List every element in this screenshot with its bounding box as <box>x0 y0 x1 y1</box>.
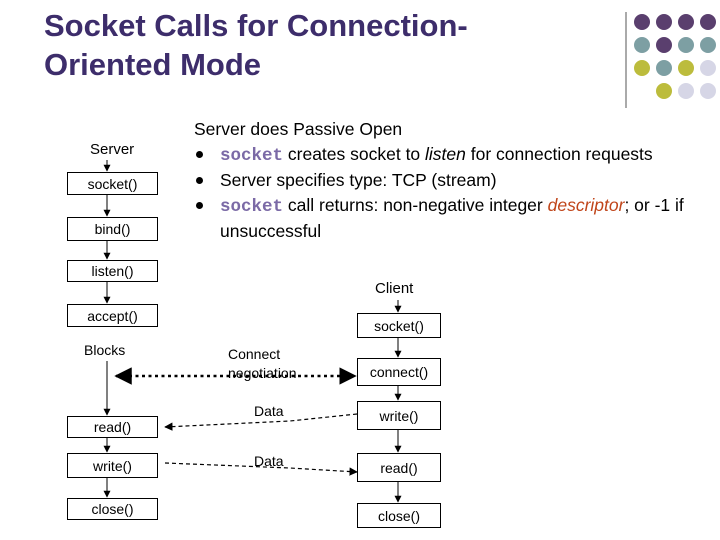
bullet-text: call returns: non-negative integer <box>283 194 548 215</box>
deco-dot <box>634 14 650 30</box>
data-label-2: Data <box>254 453 284 469</box>
deco-dot <box>678 14 694 30</box>
code-socket: socket <box>220 145 284 166</box>
slide-title: Socket Calls for Connection- Oriented Mo… <box>44 6 604 84</box>
client-read-box: read() <box>357 453 441 482</box>
server-socket-box: socket() <box>67 172 158 195</box>
client-close-box: close() <box>357 503 441 528</box>
title-line-2: Oriented Mode <box>44 47 262 82</box>
client-write-box: write() <box>357 401 441 430</box>
bullet-dot-icon <box>196 201 203 209</box>
description-heading: Server does Passive Open <box>194 119 403 139</box>
deco-dot <box>656 83 672 99</box>
deco-dot <box>678 83 694 99</box>
deco-dot <box>656 60 672 76</box>
deco-dot <box>700 60 716 76</box>
arrow-data-server-to-client <box>164 462 358 476</box>
bullet-dot-icon <box>196 177 203 184</box>
deco-dot <box>700 37 716 53</box>
deco-dot <box>634 60 650 76</box>
code-socket: socket <box>220 196 284 217</box>
server-bind-box: bind() <box>67 217 158 241</box>
deco-dot <box>678 37 694 53</box>
bullet-text: ; or -1 if unsuccessful <box>220 194 684 242</box>
deco-dot <box>656 37 672 53</box>
server-read-box: read() <box>67 416 158 438</box>
bullet-text: Server specifies type: TCP (stream) <box>220 170 497 190</box>
bullet-text: creates socket to <box>283 143 426 164</box>
bullet-text: for connection requests <box>465 143 653 164</box>
client-connect-box: connect() <box>357 358 441 386</box>
italic-listen: listen <box>425 143 466 164</box>
bullet-socket-creates: socket creates socket to listen for conn… <box>194 142 714 169</box>
deco-dot <box>634 37 650 53</box>
bullet-dot-icon <box>196 150 203 158</box>
client-label: Client <box>375 280 414 297</box>
title-line-1: Socket Calls for Connection- <box>44 8 468 43</box>
deco-dot <box>700 14 716 30</box>
deco-dot <box>700 83 716 99</box>
arrow-data-client-to-server <box>164 413 358 431</box>
client-socket-box: socket() <box>357 313 441 338</box>
server-accept-box: accept() <box>67 304 158 327</box>
server-listen-box: listen() <box>67 260 158 282</box>
server-description: Server does Passive Open socket creates … <box>194 117 714 244</box>
deco-dot <box>656 14 672 30</box>
description-list: socket creates socket to listen for conn… <box>194 142 714 244</box>
server-close-box: close() <box>67 498 158 520</box>
server-write-box: write() <box>67 453 158 478</box>
bullet-server-type: Server specifies type: TCP (stream) <box>194 168 714 193</box>
deco-dot <box>678 60 694 76</box>
data-label-1: Data <box>254 403 284 419</box>
server-label: Server <box>90 141 135 158</box>
server-blocks-label: Blocks <box>84 342 126 358</box>
bullet-socket-returns: socket call returns: non-negative intege… <box>194 193 714 244</box>
connect-negotiation-label: Connect negotiation <box>228 346 297 381</box>
italic-descriptor: descriptor <box>547 194 625 215</box>
